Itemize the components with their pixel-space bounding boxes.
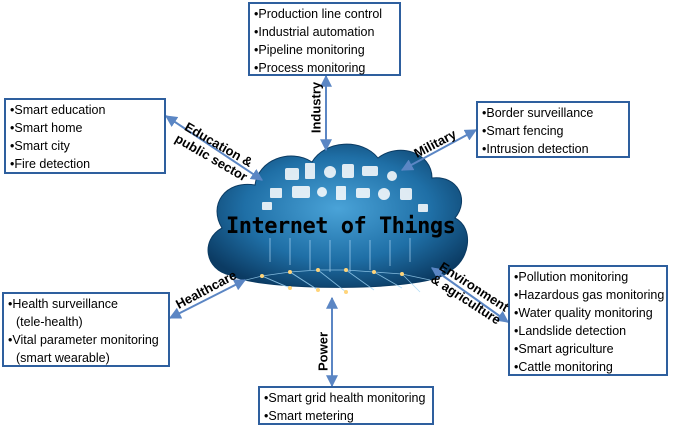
list-item-continuation: (tele-health) (16, 315, 83, 329)
network-nodes (260, 268, 404, 294)
device-icons (262, 163, 428, 212)
environment-box: •Pollution monitoring •Hazardous gas mon… (508, 265, 668, 376)
industry-label: Industry (308, 81, 324, 134)
data-lines (269, 238, 411, 272)
list-item: •Hazardous gas monitoring (514, 288, 665, 302)
power-box: •Smart grid health monitoring •Smart met… (258, 386, 434, 425)
list-item: •Smart metering (264, 409, 354, 423)
power-label: Power (315, 332, 331, 372)
list-item: •Smart city (10, 139, 70, 153)
industry-box: •Production line control •Industrial aut… (248, 2, 401, 76)
arrow-education (165, 115, 263, 181)
military-box: •Border surveillance •Smart fencing •Int… (476, 101, 630, 158)
connector-arrows (165, 74, 509, 388)
list-item: •Pollution monitoring (514, 270, 629, 284)
healthcare-box: •Health surveillance (tele-health) •Vita… (2, 292, 170, 367)
list-item: •Smart home (10, 121, 83, 135)
list-item: •Landslide detection (514, 324, 627, 338)
list-item: •Vital parameter monitoring (8, 333, 159, 347)
list-item: •Border surveillance (482, 106, 594, 120)
iot-cloud (207, 143, 469, 294)
list-item: •Intrusion detection (482, 142, 589, 156)
list-item-continuation: (smart wearable) (16, 351, 110, 365)
list-item: •Cattle monitoring (514, 360, 613, 374)
list-item: •Industrial automation (254, 25, 375, 39)
list-item: •Fire detection (10, 157, 91, 171)
list-item: •Smart education (10, 103, 106, 117)
network-mesh (237, 269, 431, 293)
list-item: •Production line control (254, 7, 383, 21)
list-item: •Process monitoring (254, 61, 366, 75)
list-item: •Pipeline monitoring (254, 43, 365, 57)
education-box: •Smart education •Smart home •Smart city… (4, 98, 166, 174)
list-item: •Smart agriculture (514, 342, 614, 356)
arrow-environment (431, 267, 509, 323)
list-item: •Water quality monitoring (514, 306, 653, 320)
arrow-military (400, 129, 478, 171)
list-item: •Smart grid health monitoring (264, 391, 426, 405)
cloud-title: Internet of Things (226, 214, 456, 239)
list-item: •Smart fencing (482, 124, 564, 138)
list-item: •Health surveillance (8, 297, 118, 311)
arrow-healthcare (168, 279, 247, 319)
